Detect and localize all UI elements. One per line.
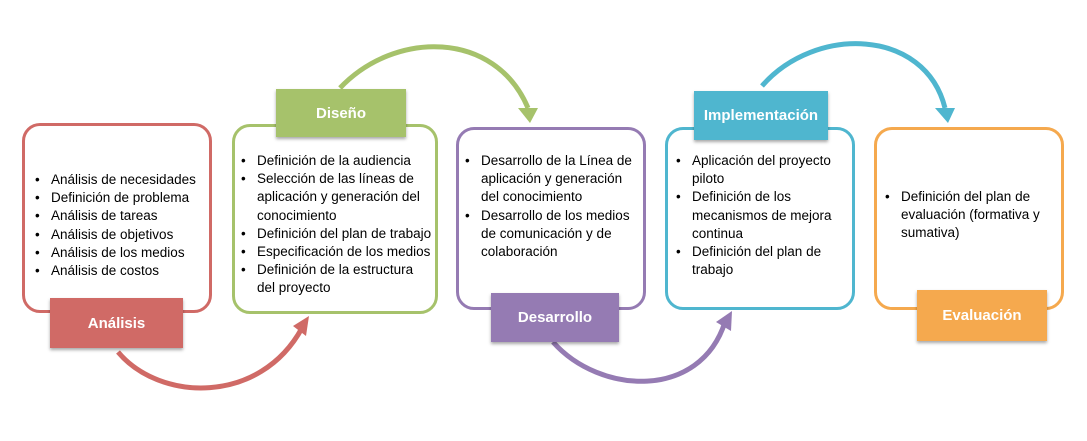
list-item-text: Definición del plan de trabajo [257,225,432,241]
bullet-icon: • [676,153,681,168]
list-item-text: Especificación de los medios [257,244,431,260]
implementacion-list: • Aplicación del proyecto piloto • Definici… [668,152,846,279]
list-item-text: Análisis de necesidades [51,172,196,187]
list-item: • Definición de los mecanismos de mejora … [670,188,846,243]
bullet-icon: • [35,172,40,187]
list-item-text: Análisis de costos [51,263,160,279]
list-item: • Análisis de tareas [29,207,209,225]
bullet-icon: • [35,190,40,206]
bullet-icon: • [241,262,246,278]
list-item-text: Desarrollo de los medios de comunicación… [481,207,630,260]
bullet-icon: • [885,189,890,204]
arrow-diseno-to-desarrollo-head [518,108,538,123]
list-item-text: Desarrollo de la Línea de aplicación y g… [481,153,632,205]
bullet-icon: • [241,225,246,241]
list-item: • Análisis de objetivos [29,226,209,244]
analisis-box: • Análisis de necesidades • Definición de p… [22,123,212,313]
list-item: • Definición de la estructura del proyect… [235,261,433,297]
list-item-text: Definición del plan de trabajo [692,244,822,278]
list-item-text: Análisis de los medios [51,244,185,260]
list-item: • Definición de la audiencia [235,152,433,170]
list-item: • Desarrollo de los medios de comunicació… [459,207,639,262]
list-item-text: Definición de problema [51,190,190,206]
implementacion-box: • Aplicación del proyecto piloto • Definici… [665,127,855,310]
list-item: • Definición de problema [29,189,209,207]
bullet-icon: • [35,263,40,279]
arrow-analisis-to-diseno [116,326,305,391]
list-item-text: Aplicación del proyecto piloto [692,153,831,187]
desarrollo-box: • Desarrollo de la Línea de aplicación y … [456,127,646,310]
diseno-label: Diseño [276,89,406,137]
list-item: • Definición del plan de trabajo [235,225,433,243]
evaluacion-label: Evaluación [917,290,1047,341]
bullet-icon: • [35,208,40,224]
bullet-icon: • [465,207,470,223]
bullet-icon: • [241,171,246,187]
diseno-box: • Definición de la audiencia • Selección de… [232,124,438,314]
list-item: • Definición del plan de evaluación (form… [879,188,1057,243]
list-item: • Desarrollo de la Línea de aplicación y … [459,152,639,207]
list-item-text: Definición del plan de evaluación (forma… [901,189,1040,241]
arrow-diseno-to-desarrollo [338,44,531,109]
bullet-icon: • [35,226,40,242]
desarrollo-label: Desarrollo [491,293,619,342]
list-item-text: Definición de los mecanismos de mejora c… [692,189,832,241]
bullet-icon: • [241,244,246,260]
list-item-text: Análisis de objetivos [51,226,174,242]
bullet-icon: • [35,244,40,260]
implementacion-label: Implementación [694,91,828,140]
list-item: • Definición del plan de trabajo [670,243,846,279]
arrow-implementacion-to-evaluacion-head [935,108,955,123]
bullet-icon: • [465,153,470,168]
bullet-icon: • [676,189,681,205]
list-item: • Especificación de los medios [235,243,433,261]
list-item: • Selección de las líneas de aplicación y… [235,170,433,225]
arrow-desarrollo-to-implementacion-head [716,311,732,331]
desarrollo-list: • Desarrollo de la Línea de aplicación y … [459,152,639,261]
evaluacion-box: • Definición del plan de evaluación (form… [874,127,1064,310]
diseno-list: • Definición de la audiencia • Selección de… [235,152,433,298]
bullet-icon: • [676,244,681,260]
list-item-text: Definición de la estructura del proyecto [257,262,414,296]
list-item-text: Análisis de tareas [51,208,158,224]
list-item-text: Definición de la audiencia [257,153,411,168]
analisis-label: Análisis [50,298,183,348]
bullet-icon: • [241,153,246,168]
analisis-list: • Análisis de necesidades • Definición de p… [25,171,209,280]
arrow-desarrollo-to-implementacion [551,321,728,384]
list-item: • Análisis de costos [29,262,209,280]
list-item: • Aplicación del proyecto piloto [670,152,846,188]
list-item-text: Selección de las líneas de aplicación y … [257,171,420,223]
list-item: • Análisis de los medios [29,244,209,262]
arrow-analisis-to-diseno-head [293,316,309,336]
list-item: • Análisis de necesidades [29,171,209,189]
arrow-implementacion-to-evaluacion [760,41,948,109]
evaluacion-list: • Definición del plan de evaluación (form… [877,188,1057,243]
